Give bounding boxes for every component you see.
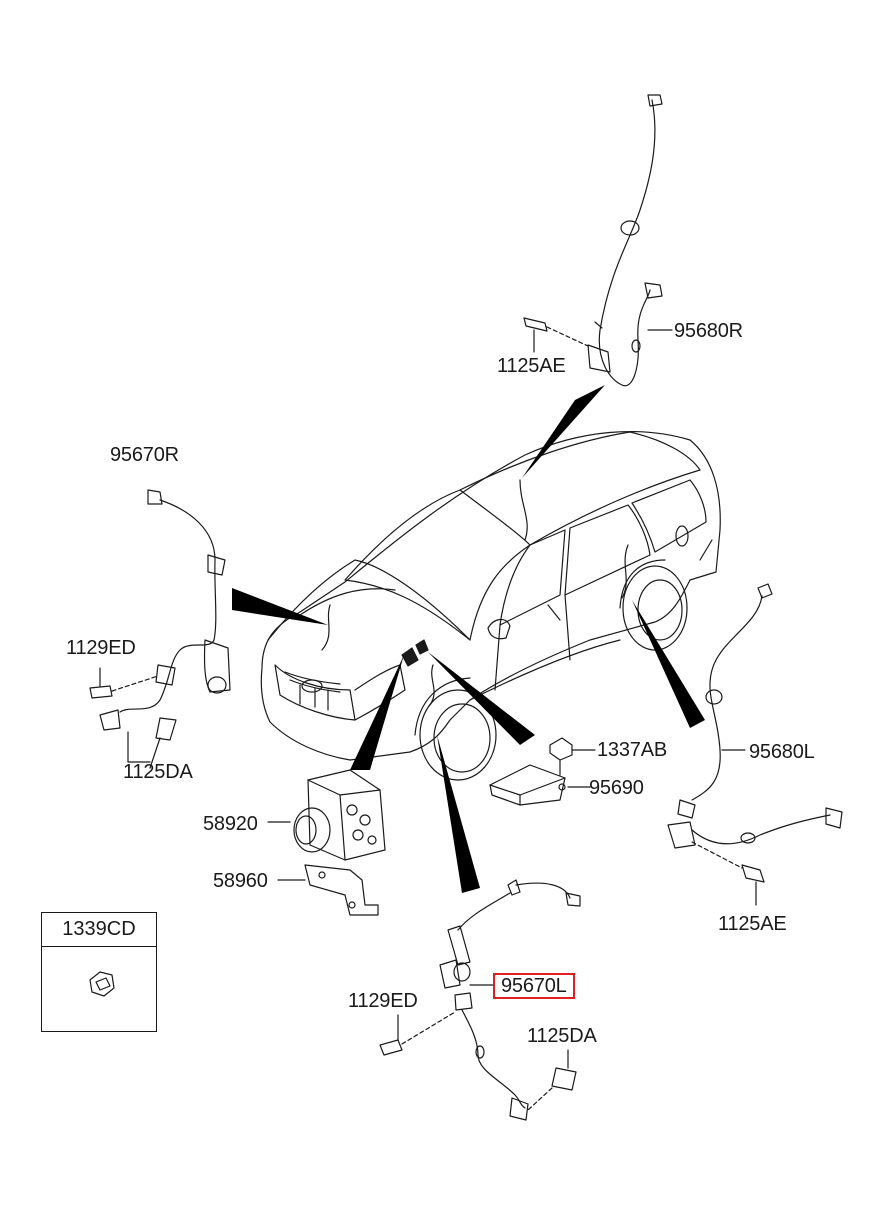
sensor-95670L — [380, 880, 580, 1120]
label-95670L-highlighted[interactable]: 95670L — [493, 973, 575, 999]
bracket-58960 — [278, 865, 378, 915]
label-1337AB[interactable]: 1337AB — [597, 739, 667, 761]
label-58920[interactable]: 58920 — [203, 813, 258, 835]
label-1129ED-bottom[interactable]: 1129ED — [348, 990, 418, 1012]
car-body — [261, 432, 720, 780]
sensor-95680R — [524, 95, 672, 386]
sensor-95670R — [90, 490, 230, 768]
sensor-95690 — [490, 738, 595, 805]
label-95690[interactable]: 95690 — [589, 777, 644, 799]
label-1129ED-left[interactable]: 1129ED — [66, 637, 136, 659]
label-1125DA-bottom[interactable]: 1125DA — [527, 1025, 597, 1047]
label-58960[interactable]: 58960 — [213, 870, 268, 892]
label-95680R[interactable]: 95680R — [674, 320, 743, 342]
sensor-95680L — [668, 584, 842, 905]
label-95680L[interactable]: 95680L — [749, 741, 815, 763]
label-95670R[interactable]: 95670R — [110, 444, 179, 466]
label-1125DA-left[interactable]: 1125DA — [123, 761, 193, 783]
label-1125AE-top[interactable]: 1125AE — [497, 355, 566, 377]
part-box-1339CD[interactable]: 1339CD — [41, 912, 157, 1032]
abs-unit-58920 — [268, 770, 385, 860]
callout-pointers — [232, 385, 705, 893]
label-1339CD: 1339CD — [42, 913, 156, 947]
label-1125AE-right[interactable]: 1125AE — [718, 913, 787, 935]
nut-1339CD — [90, 972, 114, 996]
